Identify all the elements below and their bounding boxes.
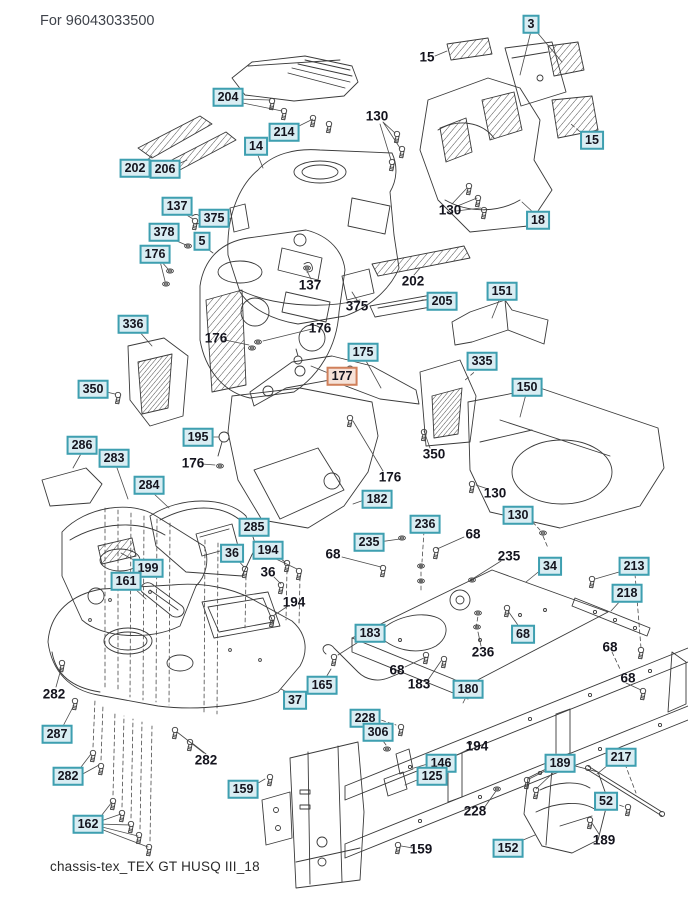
part-callout-152[interactable]: 152 [492, 838, 524, 858]
part-callout-177[interactable]: 177 [326, 366, 358, 386]
part-callout-5[interactable]: 5 [193, 231, 211, 251]
chassis-frame-180 [344, 647, 688, 859]
part-callout-37[interactable]: 37 [283, 690, 307, 710]
heat-shield-150 [467, 387, 665, 529]
part-callout-282[interactable]: 282 [52, 766, 84, 786]
part-callout-206[interactable]: 206 [149, 159, 181, 179]
part-callout-68: 68 [325, 546, 341, 562]
part-callout-165[interactable]: 165 [306, 675, 338, 695]
part-callout-68: 68 [465, 526, 481, 542]
part-callout-176: 176 [181, 455, 205, 471]
part-callout-162[interactable]: 162 [72, 814, 104, 834]
hood-top-panel-204 [231, 55, 359, 102]
part-callout-350: 350 [422, 446, 446, 462]
part-callout-204[interactable]: 204 [212, 87, 244, 107]
part-callout-214[interactable]: 214 [268, 122, 300, 142]
part-callout-130: 130 [365, 108, 389, 124]
dashed-leader-lines [92, 123, 642, 842]
part-callout-195[interactable]: 195 [182, 427, 214, 447]
part-callout-151[interactable]: 151 [486, 281, 518, 301]
part-callout-36: 36 [260, 564, 276, 580]
part-callout-176: 176 [204, 330, 228, 346]
part-callout-375[interactable]: 375 [198, 208, 230, 228]
part-callout-282: 282 [42, 686, 66, 702]
part-callout-130[interactable]: 130 [502, 505, 534, 525]
part-callout-217[interactable]: 217 [605, 747, 637, 767]
part-callout-194: 194 [465, 738, 489, 754]
part-callout-189: 189 [592, 832, 616, 848]
part-callout-335[interactable]: 335 [466, 351, 498, 371]
footrest-deck-37 [47, 583, 306, 709]
part-callout-235: 235 [497, 548, 521, 564]
part-callout-15: 15 [419, 49, 435, 65]
part-callout-183: 183 [407, 676, 431, 692]
part-callout-34[interactable]: 34 [538, 556, 562, 576]
part-callout-68: 68 [620, 670, 636, 686]
part-callout-18[interactable]: 18 [526, 210, 550, 230]
part-callout-189[interactable]: 189 [544, 753, 576, 773]
part-callout-287[interactable]: 287 [41, 724, 73, 744]
part-callout-228[interactable]: 228 [349, 708, 381, 728]
part-callout-235[interactable]: 235 [353, 532, 385, 552]
part-callout-150[interactable]: 150 [511, 377, 543, 397]
small-parts-199-161 [97, 537, 185, 618]
part-callout-228: 228 [463, 803, 487, 819]
part-callout-176: 176 [308, 320, 332, 336]
dash-console-5 [191, 203, 375, 399]
part-callout-375: 375 [345, 298, 369, 314]
part-callout-182[interactable]: 182 [361, 489, 393, 509]
part-callout-130: 130 [438, 202, 462, 218]
part-callout-130: 130 [483, 485, 507, 501]
part-callout-137[interactable]: 137 [161, 196, 193, 216]
part-callout-14[interactable]: 14 [244, 136, 268, 156]
part-callout-236: 236 [471, 644, 495, 660]
part-callout-285[interactable]: 285 [238, 517, 270, 537]
part-callout-68: 68 [389, 662, 405, 678]
lower-dash-182 [217, 387, 379, 529]
part-callout-52[interactable]: 52 [594, 791, 618, 811]
part-callout-336[interactable]: 336 [117, 314, 149, 334]
part-callout-284[interactable]: 284 [133, 475, 165, 495]
part-callout-125[interactable]: 125 [416, 766, 448, 786]
part-callout-194[interactable]: 194 [252, 540, 284, 560]
part-callout-15[interactable]: 15 [580, 130, 604, 150]
part-callout-183[interactable]: 183 [354, 623, 386, 643]
part-callout-180[interactable]: 180 [452, 679, 484, 699]
grille-inserts-top-right [446, 37, 599, 141]
part-callout-68: 68 [602, 639, 618, 655]
wire-link-165 [322, 644, 399, 681]
part-callout-306[interactable]: 306 [362, 722, 394, 742]
part-callout-213[interactable]: 213 [618, 556, 650, 576]
part-callout-194: 194 [282, 594, 306, 610]
part-callout-236[interactable]: 236 [409, 514, 441, 534]
part-callout-159: 159 [409, 841, 433, 857]
part-callout-286[interactable]: 286 [66, 435, 98, 455]
part-callout-218[interactable]: 218 [611, 583, 643, 603]
part-callout-282: 282 [194, 752, 218, 768]
part-callout-378[interactable]: 378 [148, 222, 180, 242]
part-callout-205[interactable]: 205 [426, 291, 458, 311]
part-callout-159[interactable]: 159 [227, 779, 259, 799]
part-callout-68[interactable]: 68 [511, 624, 535, 644]
part-callout-137: 137 [298, 277, 322, 293]
drawbar-217-218 [571, 597, 666, 818]
part-callout-283[interactable]: 283 [98, 448, 130, 468]
part-callout-36[interactable]: 36 [220, 543, 244, 563]
bracket-151 [451, 299, 549, 346]
part-callout-175[interactable]: 175 [347, 342, 379, 362]
part-callout-176: 176 [378, 469, 402, 485]
part-callout-202: 202 [401, 273, 425, 289]
part-callout-176[interactable]: 176 [139, 244, 171, 264]
model-number-title: For 96043033500 [40, 13, 155, 29]
support-bracket-336 [127, 337, 189, 427]
part-callout-161[interactable]: 161 [110, 571, 142, 591]
part-callout-3[interactable]: 3 [522, 14, 540, 34]
part-callout-350[interactable]: 350 [77, 379, 109, 399]
fuel-tank-body-14 [227, 149, 400, 325]
part-callout-202[interactable]: 202 [119, 158, 151, 178]
front-axle-support [261, 741, 365, 889]
diagram-filename: chassis-tex_TEX GT HUSQ III_18 [50, 859, 260, 874]
